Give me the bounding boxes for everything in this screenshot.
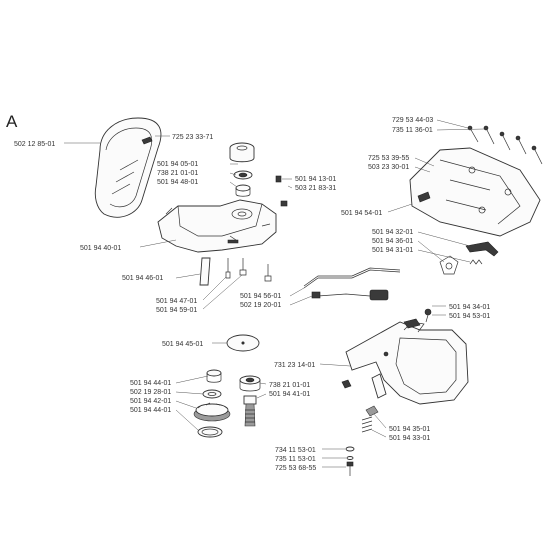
gear-stack-drawing [193, 369, 231, 438]
cover-plate-drawing [409, 147, 541, 237]
label-501-94-36-01: 501 94 36-01 [372, 238, 413, 245]
label-725-23-33-71: 725 23 33-71 [172, 134, 213, 141]
label-501-94-33-01: 501 94 33-01 [389, 435, 430, 442]
label-501-94-05-01: 501 94 05-01 [157, 161, 198, 168]
handle-guard-drawing [94, 117, 162, 218]
wires-drawing [303, 267, 401, 301]
washer-disc-drawing [226, 334, 260, 352]
label-501-94-42-01: 501 94 42-01 [130, 398, 171, 405]
key-and-screws-drawing [199, 257, 272, 286]
label-725-53-39-55: 725 53 39-55 [368, 155, 409, 162]
label-501-94-44-01-b: 501 94 44-01 [130, 407, 171, 414]
label-729-53-44-03: 729 53 44-03 [392, 117, 433, 124]
gear-housing-drawing [157, 199, 277, 253]
label-501-94-13-01: 501 94 13-01 [295, 176, 336, 183]
screw-nut-drawing [275, 175, 288, 207]
label-501-94-59-01: 501 94 59-01 [156, 307, 197, 314]
label-503-23-30-01: 503 23 30-01 [368, 164, 409, 171]
label-501-94-46-01: 501 94 46-01 [122, 275, 163, 282]
label-735-11-36-01: 735 11 36-01 [392, 127, 433, 134]
label-501-94-44-01-a: 501 94 44-01 [130, 380, 171, 387]
label-503-21-83-31: 503 21 83-31 [295, 185, 336, 192]
washers-screw-drawing [345, 446, 355, 476]
section-letter: A [6, 112, 18, 131]
label-501-94-56-01: 501 94 56-01 [240, 293, 281, 300]
label-735-11-53-01: 735 11 53-01 [275, 456, 316, 463]
label-502-12-85-01: 502 12 85-01 [14, 141, 55, 148]
label-501-94-45-01: 501 94 45-01 [162, 341, 203, 348]
label-501-94-47-01: 501 94 47-01 [156, 298, 197, 305]
label-725-53-68-55: 725 53 68-55 [275, 465, 316, 472]
label-501-94-54-01: 501 94 54-01 [341, 210, 382, 217]
pins-drawing [424, 308, 432, 323]
label-731-23-14-01: 731 23 14-01 [274, 362, 315, 369]
trigger-spring-drawing [361, 405, 379, 433]
bearing-shaft-drawing [239, 375, 261, 427]
top-bolts-drawing [467, 125, 543, 165]
label-501-94-31-01: 501 94 31-01 [372, 247, 413, 254]
label-734-11-53-01: 734 11 53-01 [275, 447, 316, 454]
label-501-94-35-01: 501 94 35-01 [389, 426, 430, 433]
label-501-94-32-01: 501 94 32-01 [372, 229, 413, 236]
label-501-94-53-01: 501 94 53-01 [449, 313, 490, 320]
label-501-94-48-01: 501 94 48-01 [157, 179, 198, 186]
label-738-21-01-01-b: 738 21 01-01 [269, 382, 310, 389]
label-502-19-20-01: 502 19 20-01 [240, 302, 281, 309]
levers-drawing [439, 241, 499, 275]
clutch-drum-drawing [229, 142, 255, 197]
label-502-19-28-01: 502 19 28-01 [130, 389, 171, 396]
label-501-94-41-01: 501 94 41-01 [269, 391, 310, 398]
label-738-21-01-01: 738 21 01-01 [157, 170, 198, 177]
rear-handle-drawing [341, 318, 469, 405]
label-501-94-34-01: 501 94 34-01 [449, 304, 490, 311]
label-501-94-40-01: 501 94 40-01 [80, 245, 121, 252]
